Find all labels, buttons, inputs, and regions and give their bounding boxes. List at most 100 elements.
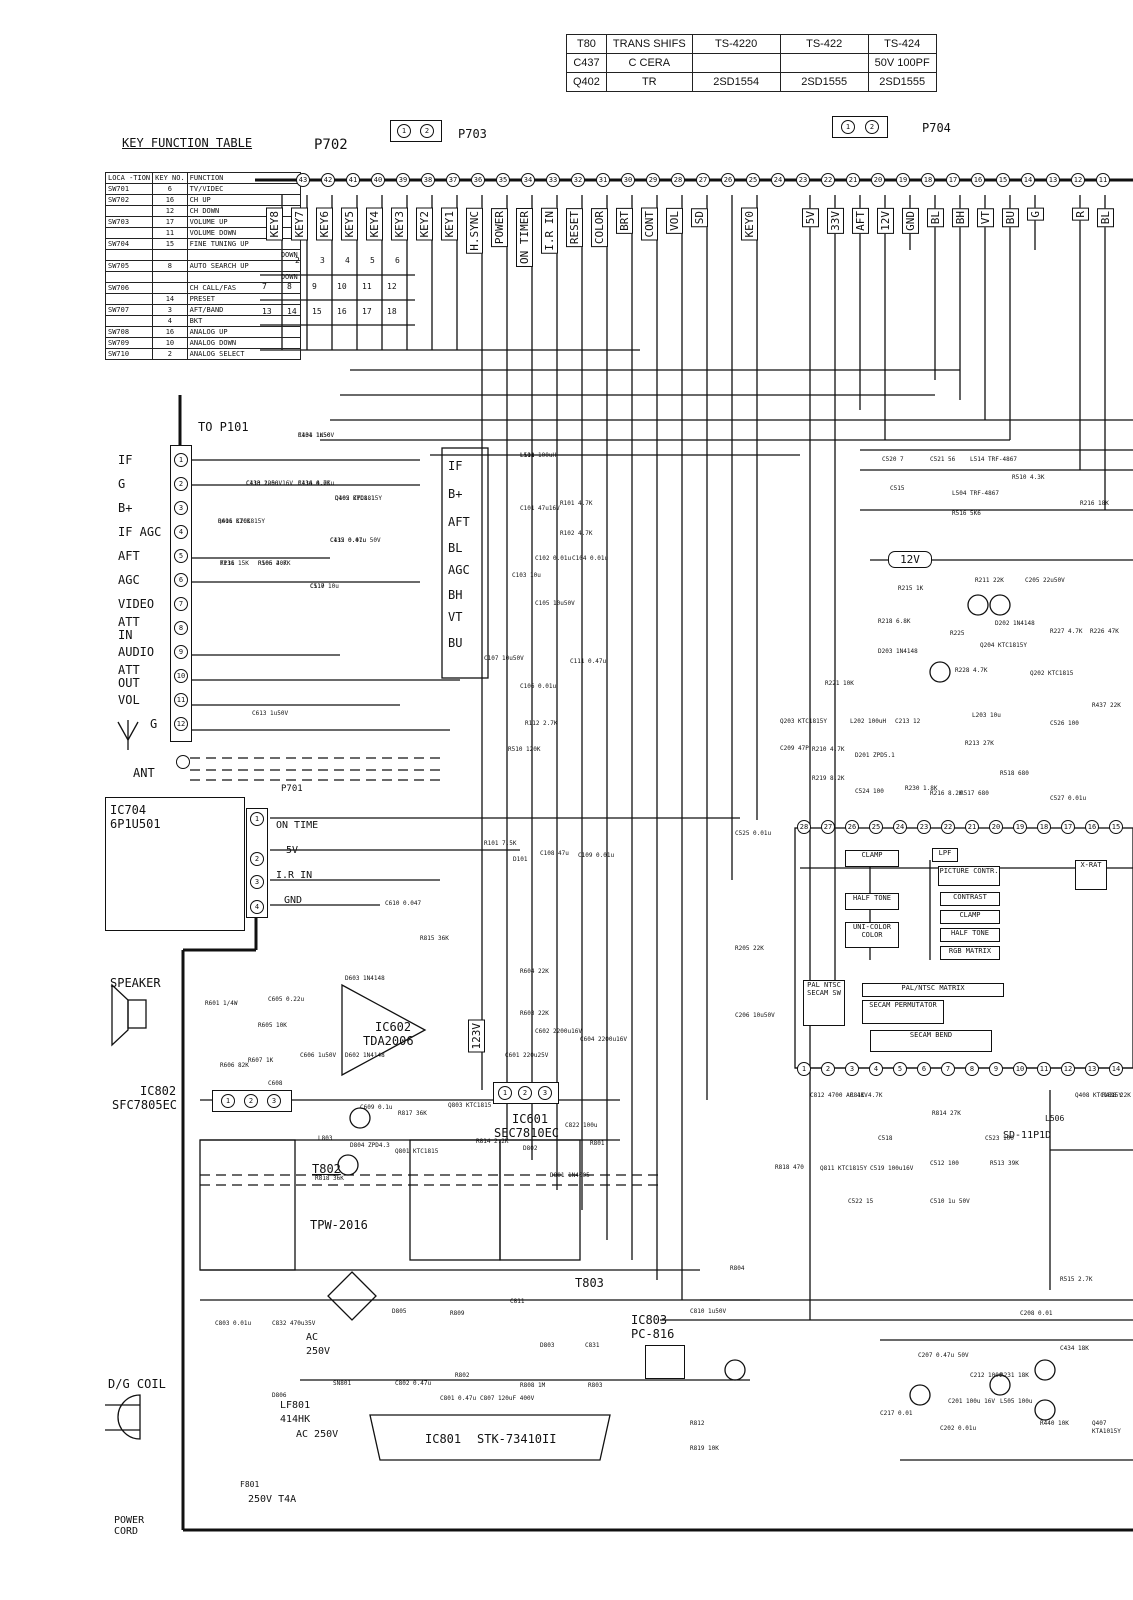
- component-designator: C114 0.01u: [298, 480, 335, 487]
- component-designator: C822 100u: [565, 1122, 598, 1129]
- jungle-pin: 17: [1061, 820, 1075, 834]
- ic802-label: IC802: [140, 1084, 177, 1098]
- p702-signal-tag: POWER: [491, 208, 508, 248]
- ic802-pin: 3: [267, 1094, 281, 1108]
- jungle-pin: 4: [869, 1062, 883, 1076]
- p702-pin: 32: [571, 173, 585, 187]
- variant-cell: C437: [566, 53, 607, 73]
- p702-pin: 23: [796, 173, 810, 187]
- p702-pin: 28: [671, 173, 685, 187]
- component-designator: C208 0.01: [1020, 1310, 1053, 1317]
- component-designator: Q803 KTC1815: [448, 1102, 492, 1109]
- jungle-block: LPF: [932, 848, 958, 862]
- jungle-block: CLAMP: [845, 850, 899, 867]
- p101-pin: 6: [174, 573, 188, 587]
- jungle-pin: 15: [1109, 820, 1123, 834]
- p702-pin: 30: [621, 173, 635, 187]
- ic802-pin: 1: [221, 1094, 235, 1108]
- p101-pin-label: AUDIO: [118, 645, 155, 659]
- ac-voltage-2: AC 250V: [296, 1429, 339, 1440]
- component-designator: R216 8.2K: [930, 790, 963, 797]
- component-designator: C608: [268, 1080, 283, 1087]
- p101-pin-label: AGC: [118, 573, 140, 587]
- p704-pin-1: 1: [841, 120, 855, 134]
- component-designator: R230 1.8K: [905, 785, 938, 792]
- lf801-label: LF801: [280, 1400, 311, 1411]
- p101-pin-label: G: [150, 717, 158, 731]
- keyfn-function: AFT/BAND: [186, 304, 301, 316]
- jungle-pin: 21: [965, 820, 979, 834]
- jungle-pin: 3: [845, 1062, 859, 1076]
- component-designator: C213 12: [895, 718, 921, 725]
- p702-signal-tag: KEY0: [741, 208, 758, 241]
- variant-parts-table: T80 TRANS SHIFS TS-4220 TS-422 TS-424 C4…: [566, 34, 937, 92]
- p701-pin-label: I.R IN: [276, 870, 313, 881]
- component-designator: C202 0.01u: [940, 1425, 977, 1432]
- jungle-pin: 13: [1085, 1062, 1099, 1076]
- component-designator: C431 1u50V: [298, 432, 335, 439]
- component-designator: C523 100: [985, 1135, 1014, 1142]
- p101-pin-label: ATT IN: [118, 615, 140, 642]
- component-designator: Q203 KTC1815Y: [780, 718, 827, 725]
- p702-signal-tag: VT: [977, 208, 994, 228]
- variant-cell: Q402: [566, 72, 607, 92]
- jungle-pin: 23: [917, 820, 931, 834]
- keyfn-location: SW701: [104, 183, 154, 195]
- component-designator: R102 4.7K: [560, 530, 593, 537]
- jungle-pin: 22: [941, 820, 955, 834]
- ac-label: AC: [306, 1332, 319, 1343]
- p101-pin: 4: [174, 525, 188, 539]
- component-designator: R808 1M: [520, 1382, 546, 1389]
- variant-cell: [779, 53, 869, 73]
- p702-pin: 12: [1071, 173, 1085, 187]
- p702-pin: 20: [871, 173, 885, 187]
- variant-cell: 2SD1555: [867, 72, 937, 92]
- component-designator: L202 100uH: [850, 718, 887, 725]
- component-designator: R814 27K: [932, 1110, 961, 1117]
- p702-pin: 42: [321, 173, 335, 187]
- component-designator: D803: [540, 1342, 555, 1349]
- component-designator: C807 120uF 400V: [480, 1395, 535, 1402]
- p101-pin: 11: [174, 693, 188, 707]
- keyfn-key: 6: [152, 183, 188, 195]
- keyfn-location: SW709: [104, 337, 154, 349]
- component-designator: L514 TRF-4867: [970, 456, 1017, 463]
- jungle-block: HALF TONE: [940, 928, 1000, 942]
- p101-pin-label: B+: [118, 501, 133, 515]
- component-designator: Q801 KTC1815: [395, 1148, 439, 1155]
- keyfn-location: SW704: [104, 238, 154, 250]
- keyfn-header: FUNCTION: [186, 172, 301, 184]
- p702-signal-tag: KEY6: [316, 208, 333, 241]
- component-designator: D201 ZPD5.1: [855, 752, 895, 759]
- ic704-label: IC704: [110, 803, 147, 817]
- component-designator: C106 0.01u: [520, 683, 557, 690]
- jungle-ic-top-pins: 28 27 26 25 24 23 22 21 20 19 18 17 16 1…: [795, 820, 1133, 834]
- connector-p704: 1 2: [832, 116, 888, 138]
- component-designator: R213 27K: [965, 740, 994, 747]
- component-designator: R219 8.2K: [812, 775, 845, 782]
- connector-p703: 1 2: [390, 120, 442, 142]
- component-designator: R819 10K: [690, 1445, 719, 1452]
- keyfn-key: 14: [152, 293, 188, 305]
- p702-pin: 18: [921, 173, 935, 187]
- keyfn-key: 12: [152, 205, 188, 217]
- p702-signal-tag: KEY2: [416, 208, 433, 241]
- component-designator: R803: [588, 1382, 603, 1389]
- component-designator: L513: [520, 452, 535, 459]
- p701-pin: 2: [250, 852, 264, 866]
- ic601-pin: 3: [538, 1086, 552, 1100]
- component-designator: C212 1000: [970, 1372, 1003, 1379]
- keyfn-function: ANALOG SELECT: [186, 348, 301, 360]
- keypad-number: 17: [362, 307, 372, 316]
- component-designator: L203 10u: [972, 712, 1001, 719]
- component-designator: C801 0.47u: [440, 1395, 477, 1402]
- p702-signal-tag: 12V: [877, 208, 894, 234]
- power-cord-label: POWER CORD: [114, 1515, 145, 1537]
- p101-pin: 2: [174, 477, 188, 491]
- rail-12v-label: 12V: [900, 553, 920, 566]
- ic801-label: IC801: [425, 1432, 462, 1446]
- component-designator: C515: [890, 485, 905, 492]
- jungle-pin: 6: [917, 1062, 931, 1076]
- variant-header-cell: TS-4220: [691, 34, 781, 54]
- component-designator: C107 10u50V: [484, 655, 524, 662]
